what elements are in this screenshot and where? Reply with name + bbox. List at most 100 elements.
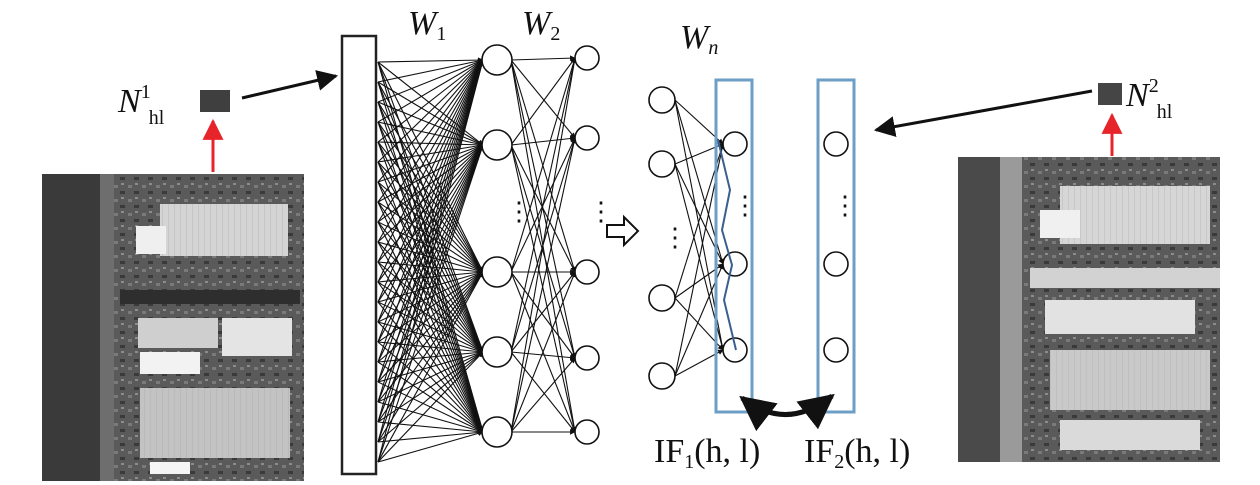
input-to-layer1-edge xyxy=(377,271,484,383)
input-to-layer1-edge xyxy=(377,144,484,203)
input-to-layer1-edge xyxy=(377,144,484,263)
layer1-node xyxy=(481,256,513,288)
input-to-layer1-edge xyxy=(377,144,484,443)
feature-box-right xyxy=(816,78,856,414)
input-to-layer1-edge xyxy=(377,144,484,283)
input-to-layer1-edge xyxy=(377,59,484,323)
box1-ellipsis: ⋮ xyxy=(732,191,758,220)
feature-box-left xyxy=(714,78,754,414)
input-to-layer1-edge xyxy=(377,59,484,183)
input-to-layer1-edge xyxy=(377,61,484,273)
input-to-layer1-edge xyxy=(377,101,484,273)
layer1-to-layer2-edge xyxy=(510,135,576,146)
if1-label: IF1(h, l) xyxy=(654,433,760,473)
w1-label: W1 xyxy=(408,5,446,45)
input-to-layer1-edge xyxy=(377,421,484,435)
feature-node-left xyxy=(722,251,748,277)
input-to-layer1-edge xyxy=(377,59,484,123)
input-to-layer1-edge xyxy=(377,144,484,383)
layer1-to-layer2-edge xyxy=(510,271,576,433)
layer2-node xyxy=(574,45,600,71)
input-to-layer1-edge xyxy=(377,430,484,463)
layer1-node xyxy=(481,44,513,76)
input-to-layer1-edge xyxy=(377,121,484,273)
input-to-layer1-edge xyxy=(377,57,484,63)
layer1-node xyxy=(481,416,513,448)
input-to-layer1-edge xyxy=(377,59,484,263)
input-to-layer1-edge xyxy=(377,161,484,273)
feature-node-right xyxy=(823,337,849,363)
right-patch-thumbnail xyxy=(1098,83,1122,105)
last-layer-node xyxy=(648,284,676,312)
input-to-layer1-edge xyxy=(377,59,485,383)
input-to-layer1-edge xyxy=(377,201,484,273)
feature-node-left xyxy=(722,131,748,157)
layer2-ellipsis: ⋮ xyxy=(588,197,614,226)
w2-label: W2 xyxy=(522,5,560,45)
input-to-layer1-edge xyxy=(377,81,484,273)
input-to-layer1-edge xyxy=(377,271,484,363)
input-to-layer1-edge xyxy=(377,144,484,423)
layer2-node xyxy=(574,259,600,285)
input-layer-box xyxy=(340,34,378,476)
input-to-layer1-edge xyxy=(377,59,485,423)
input-to-layer1-edge xyxy=(377,144,484,343)
feature-node-right xyxy=(823,251,849,277)
input-to-layer1-edge xyxy=(377,144,484,363)
input-to-layer1-edge xyxy=(377,144,484,243)
input-to-layer1-edge xyxy=(377,141,484,148)
input-to-layer1-edge xyxy=(377,270,484,303)
input-to-layer1-edge xyxy=(377,58,484,83)
layer1-to-layer2-edge xyxy=(510,351,576,433)
layer1-ellipsis: ⋮ xyxy=(506,197,532,226)
last-layer-node xyxy=(648,150,676,178)
input-to-layer1-edge xyxy=(377,144,484,303)
last-layer-node xyxy=(648,362,676,390)
input-to-layer1-edge xyxy=(377,144,484,183)
layer1-to-layer2-edge xyxy=(510,271,576,353)
input-to-layer1-edge xyxy=(377,221,484,273)
input-to-layer1-edge xyxy=(377,271,484,463)
dense-connections xyxy=(377,55,725,463)
wn-label: Wn xyxy=(680,19,718,59)
layer1-to-layer2-edge xyxy=(510,57,576,146)
input-to-layer1-edge xyxy=(377,59,484,223)
layer2-node xyxy=(574,345,600,371)
layer2-node xyxy=(574,125,600,151)
layer2-node xyxy=(574,419,600,445)
last-layer-ellipsis: ⋮ xyxy=(662,223,688,252)
left-input-arrow xyxy=(241,70,339,100)
right-input-arrow xyxy=(873,89,1093,137)
input-to-layer1-edge xyxy=(377,429,484,443)
left-patch-thumbnail xyxy=(200,90,230,112)
input-to-layer1-edge xyxy=(377,144,484,403)
if2-label: IF2(h, l) xyxy=(804,433,910,473)
feature-link-path xyxy=(717,139,737,351)
input-to-layer1-edge xyxy=(377,101,484,146)
input-to-layer1-edge xyxy=(377,144,484,223)
left-aerial-image xyxy=(42,174,304,481)
input-to-layer1-edge xyxy=(377,351,484,443)
right-aerial-image xyxy=(958,157,1220,462)
layer1-to-layer2-edge xyxy=(510,271,576,359)
layer1-to-layer2-edge xyxy=(510,144,576,273)
input-to-layer1-edge xyxy=(377,121,484,147)
input-to-layer1-edge xyxy=(377,59,484,163)
input-to-layer1-edge xyxy=(377,271,484,343)
box2-ellipsis: ⋮ xyxy=(832,191,858,220)
layer1-node xyxy=(481,336,513,368)
feature-comparison-arrow xyxy=(739,393,835,432)
input-to-layer1-edge xyxy=(377,271,484,443)
input-to-layer1-edge xyxy=(377,59,484,283)
layer1-to-layer2-edge xyxy=(510,57,577,433)
layer1-to-layer2-edge xyxy=(510,351,576,361)
input-to-layer1-edge xyxy=(377,241,484,274)
input-to-layer1-edge xyxy=(377,59,485,403)
input-to-layer1-edge xyxy=(377,181,484,273)
input-to-layer1-edge xyxy=(377,59,485,443)
input-to-layer1-edge xyxy=(377,401,484,434)
layer1-to-layer2-edge xyxy=(510,55,576,61)
